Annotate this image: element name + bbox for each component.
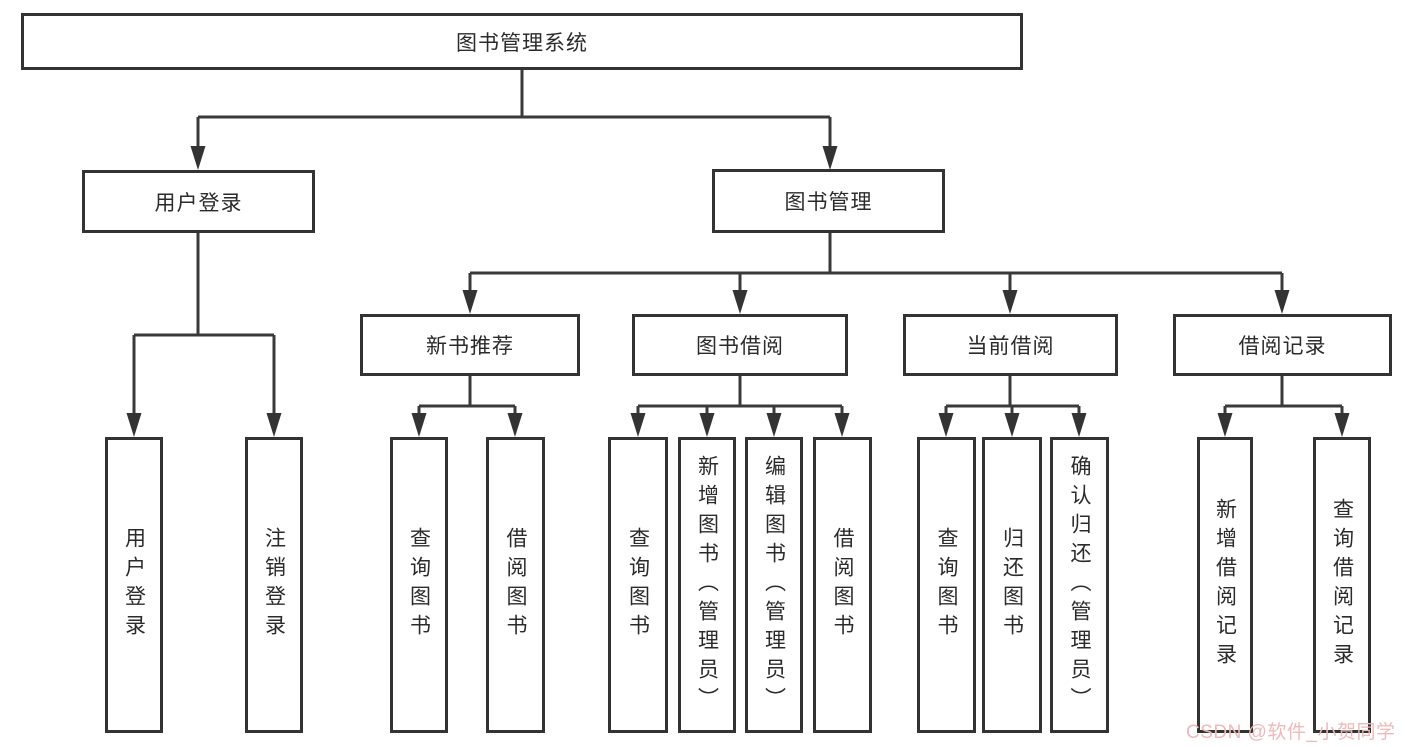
leaf-current-query-book-label: 查询图书 (935, 527, 958, 643)
node-borrowing-records-label: 借阅记录 (1238, 335, 1327, 358)
leaf-recommend-query-book: 查询图书 (390, 437, 448, 733)
node-current-borrowing-label: 当前借阅 (966, 335, 1055, 358)
leaf-borrowing-borrow-book-label: 借阅图书 (831, 527, 854, 643)
leaf-user-login: 用户登录 (105, 437, 163, 733)
node-user-login-label: 用户登录 (154, 191, 243, 215)
node-book-management-label: 图书管理 (784, 191, 873, 214)
leaf-borrowing-edit-book-admin: 编辑图书（管理员） (745, 437, 803, 733)
node-root: 图书管理系统 (21, 13, 1023, 70)
leaf-records-query-record-label: 查询借阅记录 (1330, 498, 1354, 672)
leaf-borrowing-edit-book-admin-label: 编辑图书（管理员） (762, 454, 786, 716)
leaf-recommend-borrow-book-label: 借阅图书 (504, 527, 527, 643)
leaf-current-return-book: 归还图书 (982, 437, 1042, 733)
leaf-current-return-book-label: 归还图书 (1000, 527, 1024, 643)
watermark: CSDN @软件_小贺同学 (1186, 722, 1396, 743)
leaf-recommend-borrow-book: 借阅图书 (486, 437, 545, 733)
node-new-book-recommend-label: 新书推荐 (426, 335, 514, 358)
leaf-records-query-record: 查询借阅记录 (1313, 437, 1371, 733)
leaf-records-add-record-label: 新增借阅记录 (1213, 498, 1237, 672)
leaf-recommend-query-book-label: 查询图书 (407, 527, 431, 643)
node-book-management: 图书管理 (712, 169, 945, 233)
leaf-logout: 注销登录 (245, 437, 303, 733)
node-current-borrowing: 当前借阅 (903, 314, 1118, 376)
leaf-borrowing-add-book-admin-label: 新增图书（管理员） (695, 454, 719, 716)
node-book-borrowing-label: 图书借阅 (696, 335, 784, 358)
node-new-book-recommend: 新书推荐 (360, 314, 580, 376)
leaf-current-query-book: 查询图书 (917, 437, 976, 733)
node-user-login: 用户登录 (82, 170, 315, 233)
node-root-label: 图书管理系统 (456, 31, 588, 55)
leaf-borrowing-query-book: 查询图书 (608, 437, 668, 733)
leaf-logout-label: 注销登录 (262, 527, 286, 643)
node-borrowing-records: 借阅记录 (1173, 314, 1392, 376)
leaf-borrowing-query-book-label: 查询图书 (626, 527, 650, 643)
leaf-borrowing-add-book-admin: 新增图书（管理员） (678, 437, 736, 733)
leaf-borrowing-borrow-book: 借阅图书 (813, 437, 872, 733)
node-book-borrowing: 图书借阅 (632, 314, 848, 376)
leaf-records-add-record: 新增借阅记录 (1197, 437, 1253, 733)
leaf-current-confirm-return-admin: 确认归还（管理员） (1050, 437, 1109, 733)
arrowhead-icons (126, 146, 1350, 437)
leaf-current-confirm-return-admin-label: 确认归还（管理员） (1068, 454, 1091, 716)
leaf-user-login-label: 用户登录 (122, 527, 146, 643)
